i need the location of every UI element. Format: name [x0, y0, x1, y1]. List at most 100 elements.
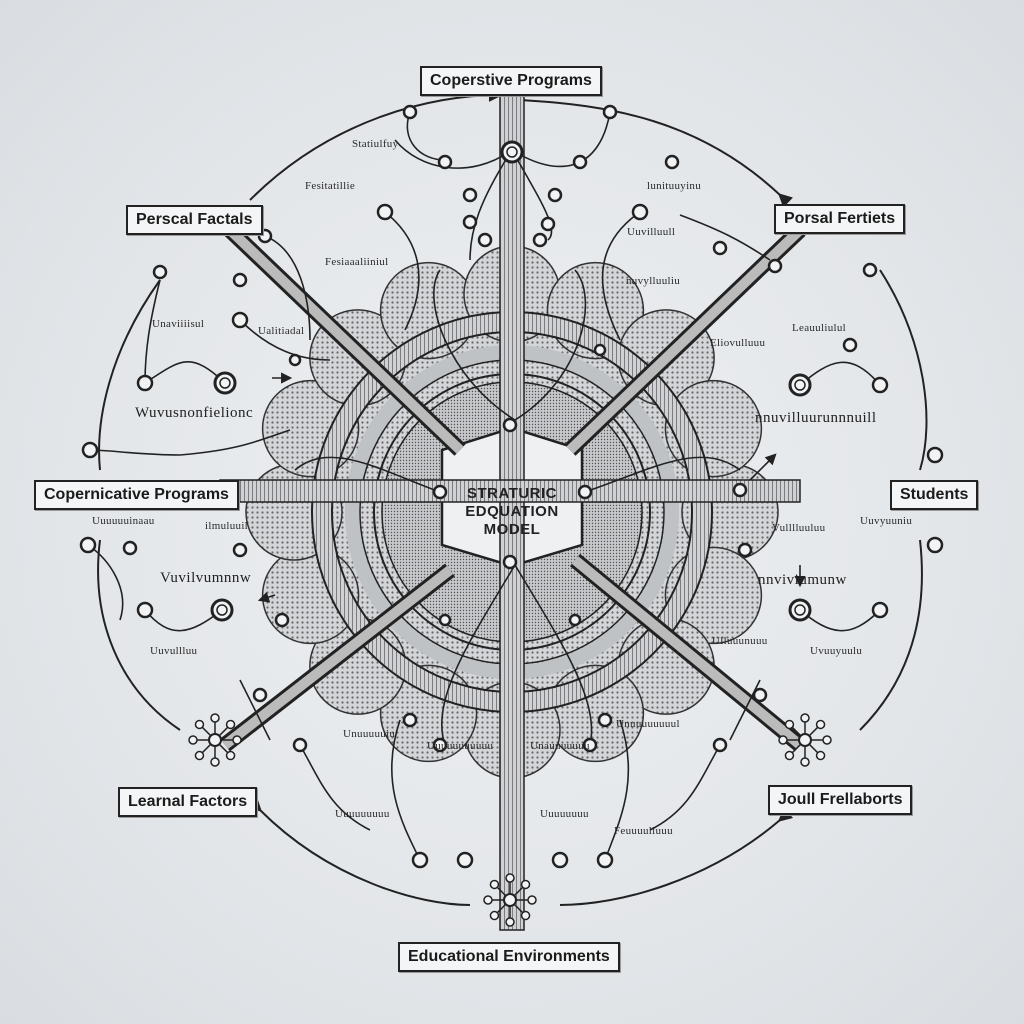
node-dot [732, 482, 748, 498]
node-ring-inner [794, 604, 806, 616]
node-ring [210, 598, 234, 622]
node-dot [572, 154, 588, 170]
scribble-label: lunituuyinu [647, 180, 702, 192]
cluster-atom [188, 735, 198, 745]
node-dot [81, 441, 99, 459]
connector-curve [179, 429, 291, 456]
node-dot [477, 232, 493, 248]
cluster-atom [232, 735, 242, 745]
node-dot [231, 311, 249, 329]
node-group [79, 104, 944, 927]
node-dot [926, 536, 944, 554]
connector-curve [294, 456, 441, 493]
scribble-label: nuvylluuliu [626, 275, 681, 287]
axis-bars [219, 94, 806, 931]
node-dot [540, 216, 556, 232]
cluster-atom [505, 917, 515, 927]
cluster-atom [527, 895, 537, 905]
cluster-atom [800, 713, 810, 723]
scribble-label: Unauuuuuuu [530, 740, 590, 752]
cluster-core [503, 893, 517, 907]
node-dot [582, 737, 598, 753]
scribble-label: Uuuuuuinaau [92, 515, 155, 527]
cluster-atom [778, 735, 788, 745]
short-arrows [257, 372, 806, 603]
node-dot [547, 187, 563, 203]
cluster-atom [815, 750, 826, 761]
cluster-core [208, 733, 222, 747]
node-ring [500, 140, 524, 164]
node-ring [788, 373, 812, 397]
scribble-label: Uuuuuuuuuuu [427, 740, 494, 752]
node-dot [376, 203, 394, 221]
connector-curve [799, 361, 881, 386]
connector-curve [799, 609, 881, 632]
outer-arcs [97, 88, 928, 906]
cluster-atom [194, 750, 205, 761]
node-dot [551, 851, 569, 869]
node-dot [568, 613, 582, 627]
node-dot [842, 337, 858, 353]
cluster-atom [520, 910, 531, 921]
connector-curve [239, 679, 271, 741]
node-dot [664, 154, 680, 170]
node-dot [712, 737, 728, 753]
scribble-label: ilmuluuil [205, 520, 249, 532]
scribble-label: Ulluuunuuu [712, 635, 768, 647]
node-dot [712, 240, 728, 256]
node-dot [462, 187, 478, 203]
node-dot [136, 374, 154, 392]
cluster-atom [520, 879, 531, 890]
scribble-label: Leauuliulul [792, 322, 847, 334]
box-lower-left: Learnal Factors [118, 787, 258, 817]
node-dot [437, 154, 453, 170]
connector-curve [441, 564, 516, 746]
box-upper-right: Porsal Fertiets [774, 204, 906, 234]
sublabel-left-upper: Wuvusnonfielionc [135, 405, 254, 421]
connector-lines [87, 111, 881, 861]
connector-curve [584, 456, 741, 493]
node-dot [737, 542, 753, 558]
node-dot [577, 484, 593, 500]
cluster-atom [225, 719, 236, 730]
center-line-1: STRATURIC [466, 485, 558, 502]
connector-curve [511, 111, 611, 168]
node-dot [402, 712, 418, 728]
box-lower-right: Joull Frellaborts [768, 785, 913, 815]
node-dot [411, 851, 429, 869]
cluster-core [798, 733, 812, 747]
sublabel-right-lower: nnviviumunw [758, 572, 847, 588]
node-dot [402, 104, 418, 120]
node-dot [926, 446, 944, 464]
cluster-atom [489, 879, 500, 890]
scribble-label: Uuuuuuuu [540, 808, 589, 820]
connector-curve [406, 111, 446, 161]
connector-curve [87, 544, 124, 621]
node-ring-inner [794, 379, 806, 391]
box-upper-left: Perscal Factals [126, 205, 263, 235]
node-dot [871, 376, 889, 394]
node-dot [593, 343, 607, 357]
scribble-label: Unuuuuuiu [343, 728, 396, 740]
scribble-label: Feuuuulluuu [614, 825, 673, 837]
connector-curve [89, 449, 181, 456]
node-dot [288, 353, 302, 367]
cluster-atom [505, 873, 515, 883]
connector-curve [144, 609, 223, 632]
connector-curve [264, 235, 311, 341]
node-ring [213, 371, 237, 395]
scribble-label: Uvuuyuulu [810, 645, 863, 657]
scribble-label: Eliovulluuu [710, 337, 766, 349]
connector-curve [679, 214, 771, 261]
node-ring-inner [506, 146, 518, 158]
scribble-label: Fesiaaaliiniul [325, 256, 389, 268]
node-dot [232, 272, 248, 288]
node-dot [274, 612, 290, 628]
box-bottom: Educational Environments [398, 942, 620, 972]
connector-curve [514, 269, 587, 421]
cluster-atom [194, 719, 205, 730]
connector-curve [604, 719, 630, 861]
node-dot [862, 262, 878, 278]
connector-curve [239, 319, 331, 361]
